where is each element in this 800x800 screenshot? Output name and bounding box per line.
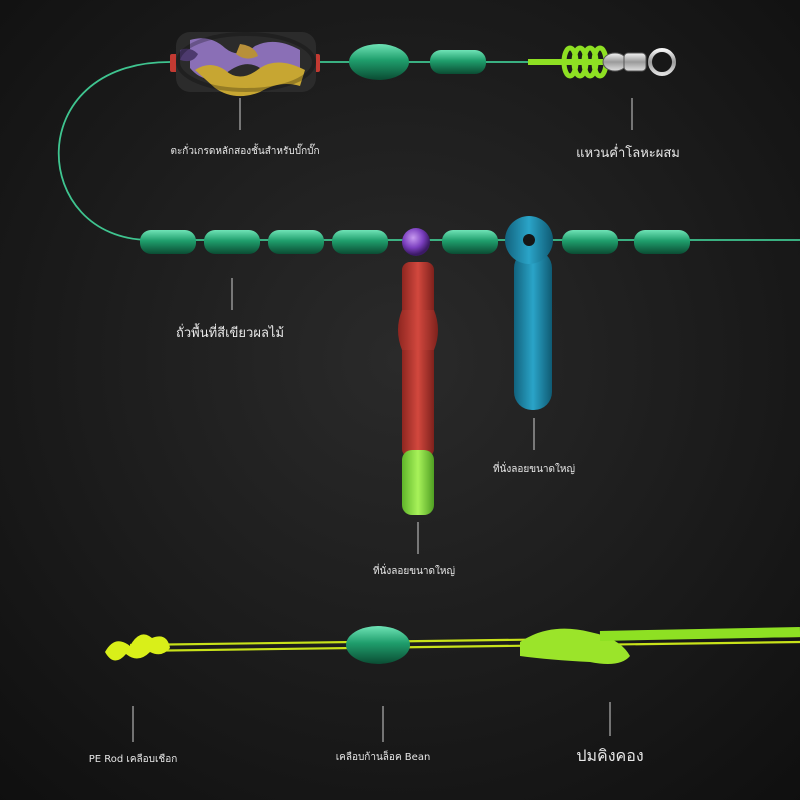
swivel-ring — [528, 45, 676, 79]
bottom-rig — [105, 626, 800, 664]
blue-float-seat — [505, 216, 553, 410]
red-float-seat — [398, 228, 438, 515]
lead-sinker-label: ตะกั่วเกรดหลักสองชั้นสำหรับบั๊กบั๊ก — [170, 146, 320, 157]
blue-float-seat-label: ที่นั่งลอยขนาดใหญ่ — [492, 464, 576, 475]
green-beans-label: ถั่วพื้นที่สีเขียวผลไม้ — [175, 326, 285, 341]
knot-label: ปมคิงคอง — [576, 746, 644, 765]
fishing-line — [57, 61, 800, 241]
upper-beads — [349, 44, 486, 80]
green-beans-row — [140, 230, 690, 254]
pe-rod-label: PE Rod เคลือบเชือก — [88, 754, 178, 765]
swivel-ring-label: แหวนค่ำโลหะผสม — [576, 146, 680, 161]
bean-lock-label: เคลือบก้านล็อค Bean — [335, 752, 431, 763]
red-float-seat-label: ที่นั่งลอยขนาดใหญ่ — [372, 566, 456, 577]
lead-sinker — [170, 32, 320, 97]
label-leaders — [132, 98, 633, 742]
